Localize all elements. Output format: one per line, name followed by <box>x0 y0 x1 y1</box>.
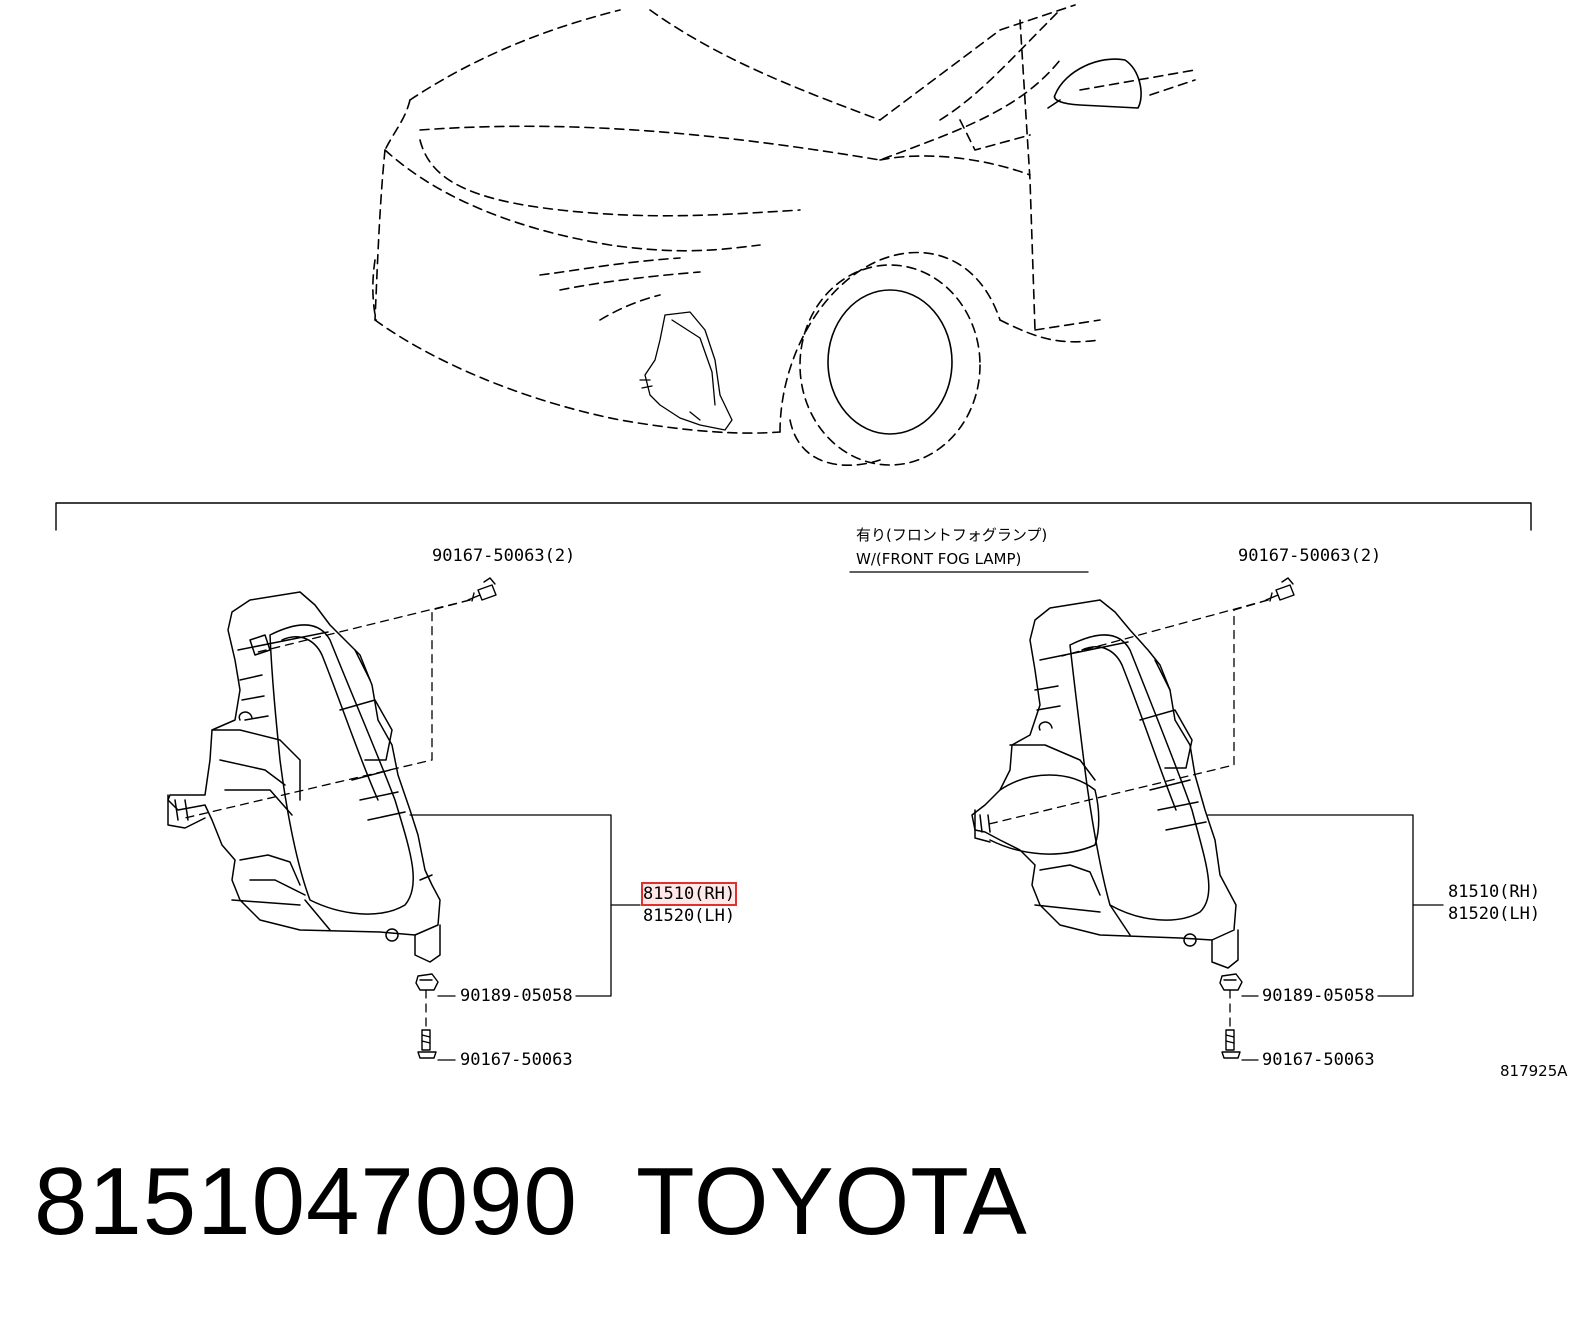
car-front-outline <box>372 4 1196 466</box>
left-lamp-drawing <box>167 591 441 963</box>
left-bottom-bolt-drawing <box>417 1029 437 1059</box>
right-part-lh-label: 81520(LH) <box>1448 904 1541 924</box>
right-lamp-drawing <box>971 599 1239 969</box>
right-top-bolt-drawing <box>1265 577 1295 602</box>
footer-brand: TOYOTA <box>636 1148 1028 1255</box>
right-bottom-bolt-label: 90167-50063 <box>1262 1050 1375 1070</box>
right-clip-label: 90189-05058 <box>1262 986 1375 1006</box>
diagram-code: 817925A <box>1500 1062 1568 1080</box>
right-bottom-bolt-drawing <box>1221 1029 1241 1059</box>
left-leaders-solid <box>409 814 641 1061</box>
section-bracket <box>55 502 1532 531</box>
left-top-bolt-drawing <box>467 577 497 602</box>
left-leaders-dashed <box>184 599 471 1029</box>
left-bottom-bolt-label: 90167-50063 <box>460 1050 573 1070</box>
left-top-bolt-label: 90167-50063(2) <box>432 546 576 566</box>
overview-fog-lamp <box>639 311 733 431</box>
left-part-lh-label: 81520(LH) <box>643 906 736 926</box>
right-clip-drawing <box>1219 973 1243 991</box>
right-part-rh-label: 81510(RH) <box>1448 882 1541 902</box>
condition-label-jp: 有り(フロントフォグランプ) <box>856 526 1048 544</box>
left-part-rh-label: 81510(RH) <box>640 882 738 906</box>
right-top-bolt-label: 90167-50063(2) <box>1238 546 1382 566</box>
right-leaders-solid <box>1207 814 1444 1061</box>
mirror-outline <box>1047 58 1142 109</box>
footer-part-number: 8151047090 <box>34 1148 578 1255</box>
condition-label-en: W/(FRONT FOG LAMP) <box>856 550 1022 568</box>
right-leaders-dashed <box>984 599 1269 1029</box>
left-clip-label: 90189-05058 <box>460 986 573 1006</box>
left-clip-drawing <box>415 973 439 991</box>
